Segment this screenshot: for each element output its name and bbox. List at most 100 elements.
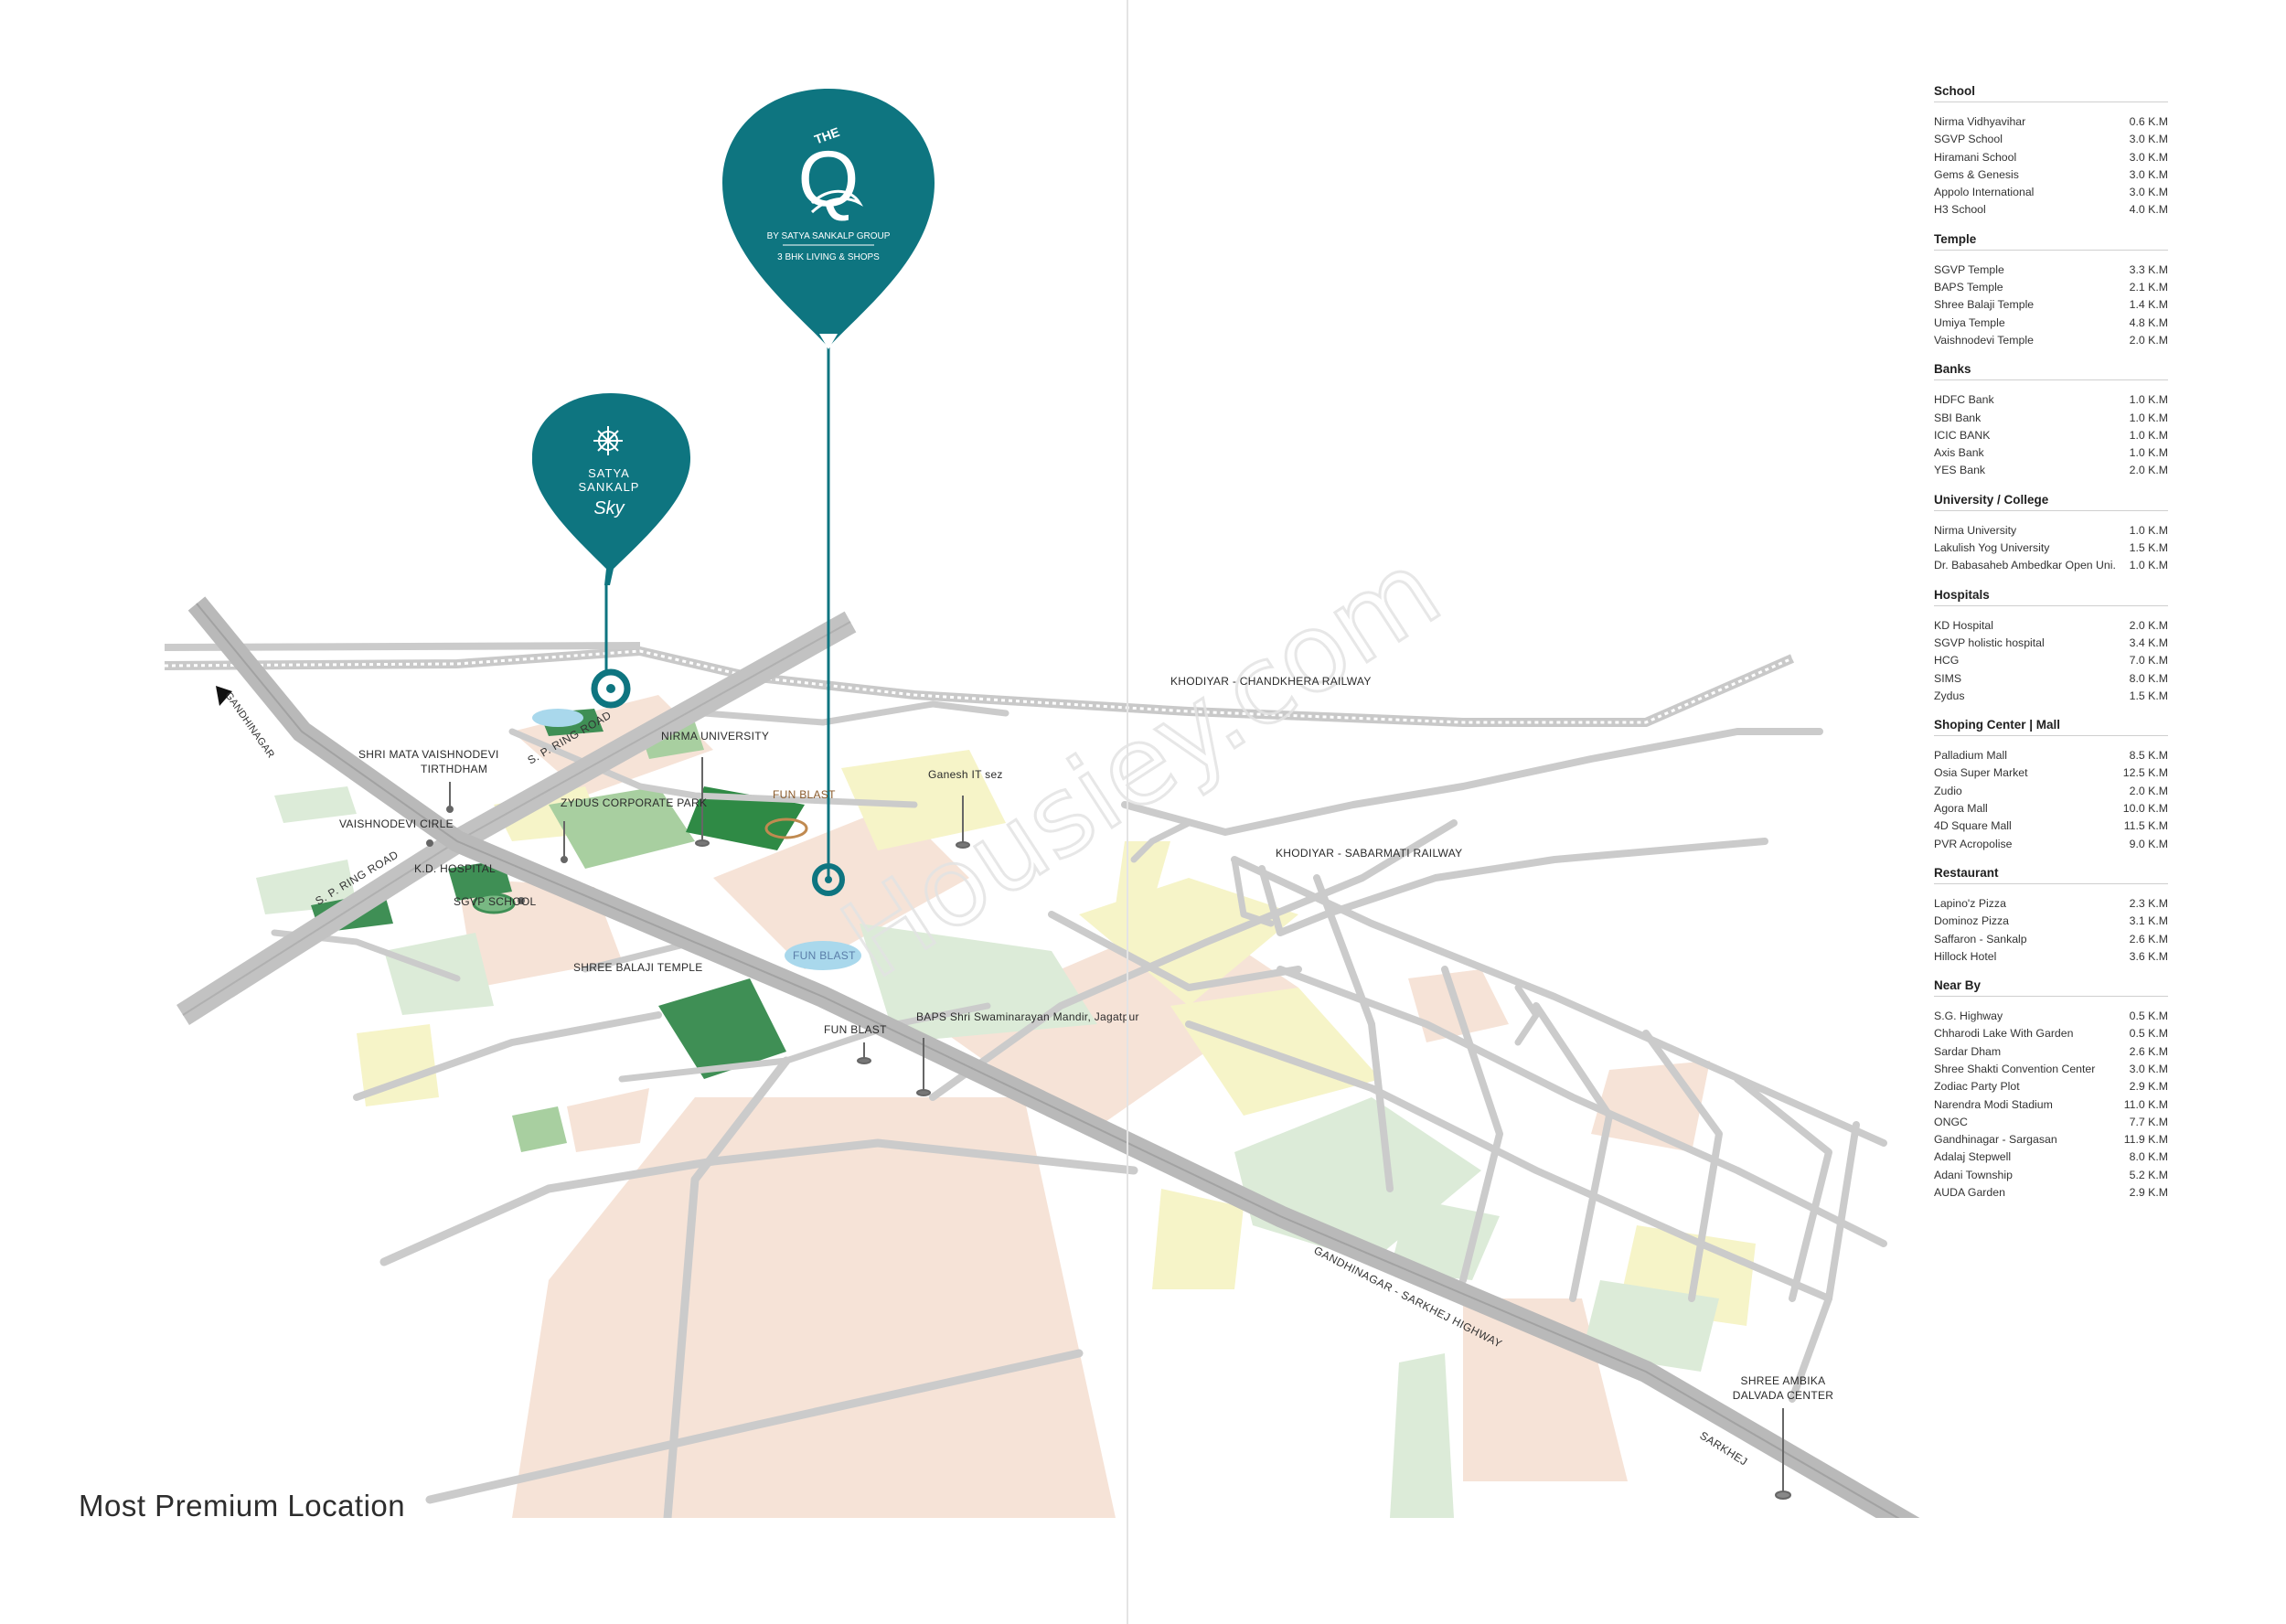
place-distance: 7.0 K.M xyxy=(2129,654,2168,668)
the-q-pin-tip xyxy=(819,334,838,349)
place-distance: 3.6 K.M xyxy=(2129,949,2168,963)
map-roads xyxy=(271,700,1887,1518)
zone-yellow xyxy=(1152,1189,1244,1289)
place-name: Lapino'z Pizza xyxy=(1934,896,2006,910)
label-nirma-university: NIRMA UNIVERSITY xyxy=(661,730,769,743)
place-distance: 2.3 K.M xyxy=(2129,896,2168,910)
place-name: Sardar Dham xyxy=(1934,1044,2002,1058)
zone-light-green xyxy=(256,860,357,914)
distance-row: Adalaj Stepwell 8.0 K.M xyxy=(1934,1149,2168,1166)
place-name: SBI Bank xyxy=(1934,411,1982,424)
place-distance: 1.0 K.M xyxy=(2129,446,2168,460)
marker-dot xyxy=(518,897,525,904)
fun-blast-ring xyxy=(764,817,808,839)
zone-yellow xyxy=(841,750,1006,850)
place-name: AUDA Garden xyxy=(1934,1186,2005,1200)
sky-logo-star xyxy=(593,426,623,455)
place-distance: 1.4 K.M xyxy=(2129,298,2168,312)
marker-dot xyxy=(916,1089,931,1096)
road xyxy=(929,819,1458,1101)
zone-dark-green xyxy=(448,860,512,901)
distance-row: Zydus 1.5 K.M xyxy=(1934,688,2168,705)
category-heading: Hospitals xyxy=(1934,588,2168,606)
place-name: S.G. Highway xyxy=(1934,1010,2003,1023)
category-heading: Banks xyxy=(1934,362,2168,381)
road xyxy=(353,1011,662,1101)
zone-yellow xyxy=(357,1024,439,1106)
category-heading: Near By xyxy=(1934,978,2168,998)
place-distance: 3.1 K.M xyxy=(2129,914,2168,928)
place-name: Shree Shakti Convention Center xyxy=(1934,1062,2096,1075)
place-distance: 2.6 K.M xyxy=(2129,932,2168,946)
road xyxy=(700,700,1009,726)
distance-row: AUDA Garden 2.9 K.M xyxy=(1934,1184,2168,1202)
highway-median xyxy=(196,603,1900,1518)
place-name: ICIC BANK xyxy=(1934,428,1991,442)
label-kd-hospital: K.D. HOSPITAL xyxy=(414,862,496,875)
place-distance: 8.0 K.M xyxy=(2129,1150,2168,1164)
place-name: Adalaj Stepwell xyxy=(1934,1150,2012,1164)
the-q-pin-marker xyxy=(722,89,935,347)
label-tirthdham: TIRTHDHAM xyxy=(421,763,487,775)
place-distance: 3.4 K.M xyxy=(2129,636,2168,649)
place-distance: 2.9 K.M xyxy=(2129,1186,2168,1200)
place-name: Umiya Temple xyxy=(1934,315,2005,329)
sky-line3: Sky xyxy=(593,498,625,518)
place-distance: 1.0 K.M xyxy=(2129,523,2168,537)
place-name: Nirma Vidhyavihar xyxy=(1934,115,2026,128)
place-distance: 9.0 K.M xyxy=(2129,837,2168,850)
place-name: 4D Square Mall xyxy=(1934,819,2012,833)
place-name: Gems & Genesis xyxy=(1934,167,2019,181)
marker-dot xyxy=(857,1057,871,1064)
distance-row: Dr. Babasaheb Ambedkar Open Uni.1.0 K.M xyxy=(1934,557,2168,574)
place-name: Agora Mall xyxy=(1934,802,1988,816)
sky-pin-marker xyxy=(531,393,691,585)
marker-dot xyxy=(956,841,970,849)
place-name: Zydus xyxy=(1934,689,1965,702)
distance-row: ICIC BANK 1.0 K.M xyxy=(1934,427,2168,444)
place-distance: 8.0 K.M xyxy=(2129,671,2168,685)
the-q-location-ring xyxy=(812,863,845,896)
place-distance: 1.0 K.M xyxy=(2129,428,2168,442)
place-distance: 1.5 K.M xyxy=(2129,689,2168,702)
place-distance: 3.0 K.M xyxy=(2129,186,2168,199)
place-distance: 2.0 K.M xyxy=(2129,333,2168,347)
place-distance: 5.2 K.M xyxy=(2129,1168,2168,1181)
road xyxy=(1642,1030,1723,1302)
label-baps: BAPS Shri Swaminarayan Mandir, Jagatpur xyxy=(916,1010,1139,1023)
the-q-by-line: BY SATYA SANKALP GROUP xyxy=(767,231,891,241)
place-name: Zudio xyxy=(1934,784,1962,797)
place-name: SGVP holistic hospital xyxy=(1934,636,2045,649)
label-vaishnodevi-circle: VAISHNODEVI CIRLE xyxy=(339,817,454,830)
place-name: HDFC Bank xyxy=(1934,393,1994,407)
road xyxy=(663,1056,791,1518)
the-q-sub-line: 3 BHK LIVING & SHOPS xyxy=(777,252,880,262)
label-zydus-corporate-park: ZYDUS CORPORATE PARK xyxy=(561,796,707,809)
distance-row: Lapino'z Pizza 2.3 K.M xyxy=(1934,895,2168,913)
road xyxy=(1258,838,1768,936)
road xyxy=(1734,1075,1832,1302)
label-khodiyar-chandkhera: KHODIYAR - CHANDKHERA RAILWAY xyxy=(1170,675,1372,688)
